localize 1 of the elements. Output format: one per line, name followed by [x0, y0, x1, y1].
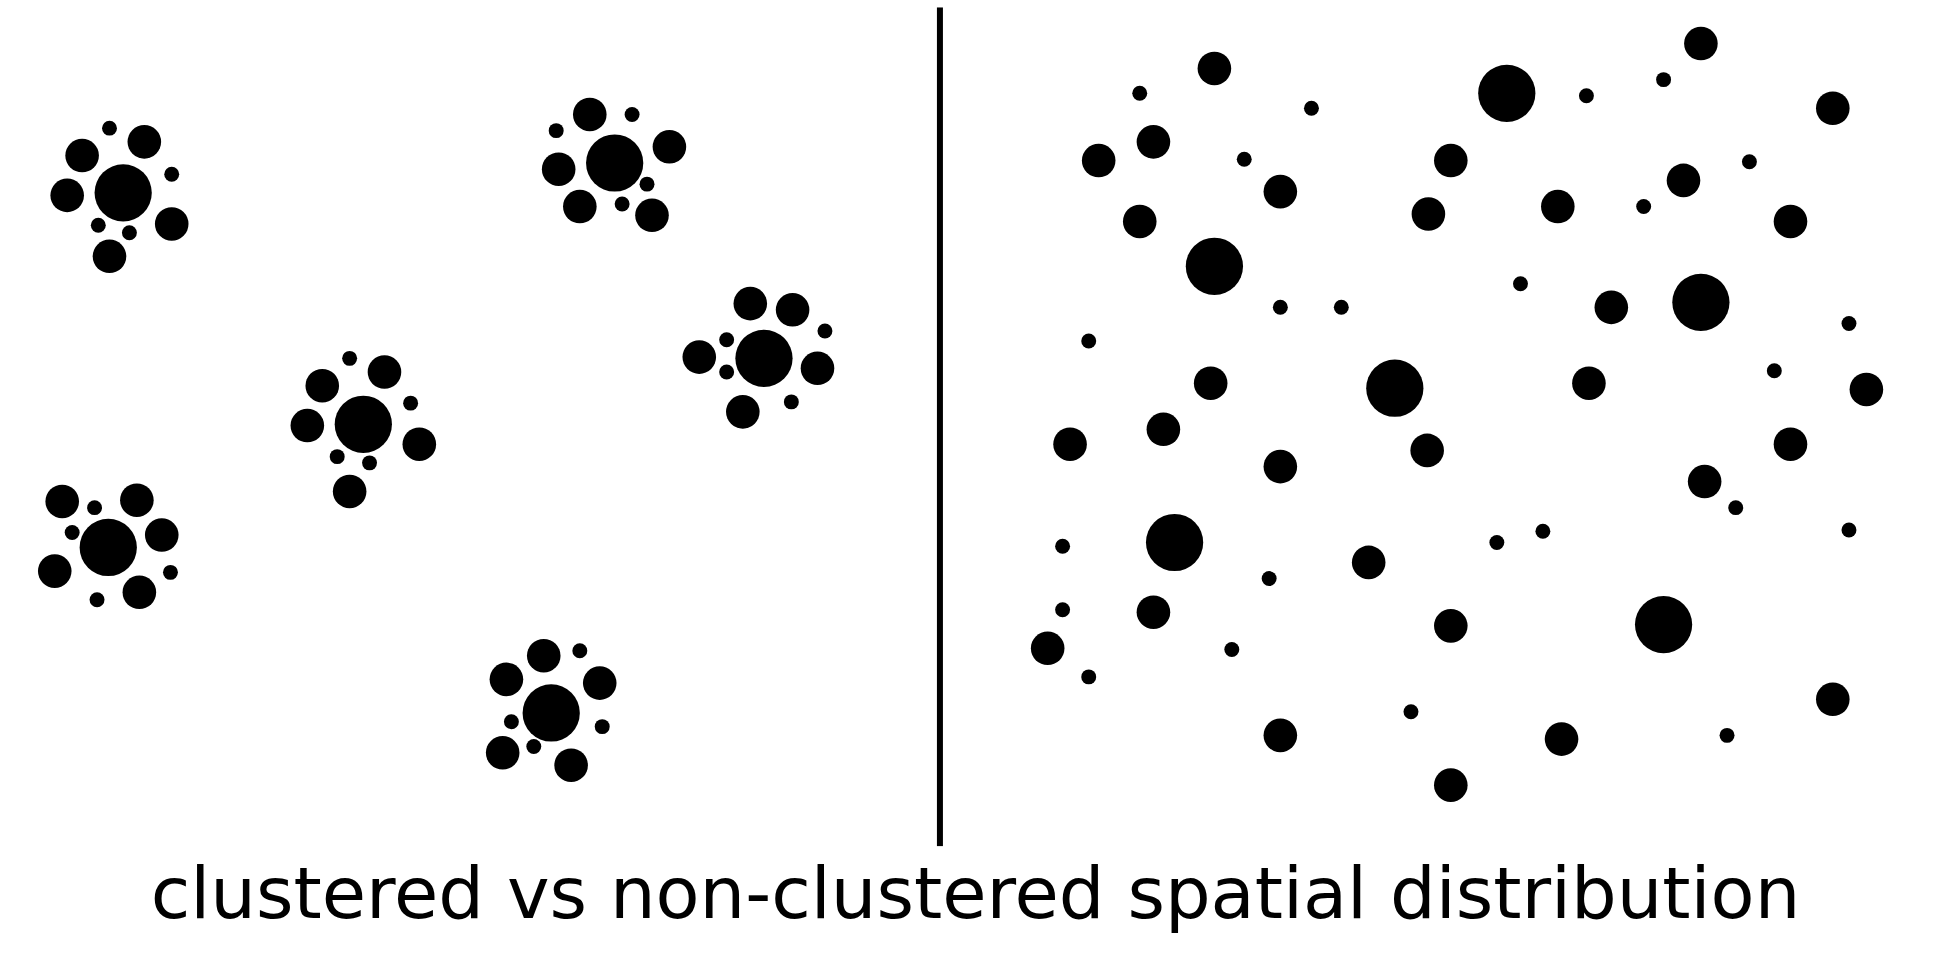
caption: clustered vs non-clustered spatial distribution	[150, 850, 1801, 937]
